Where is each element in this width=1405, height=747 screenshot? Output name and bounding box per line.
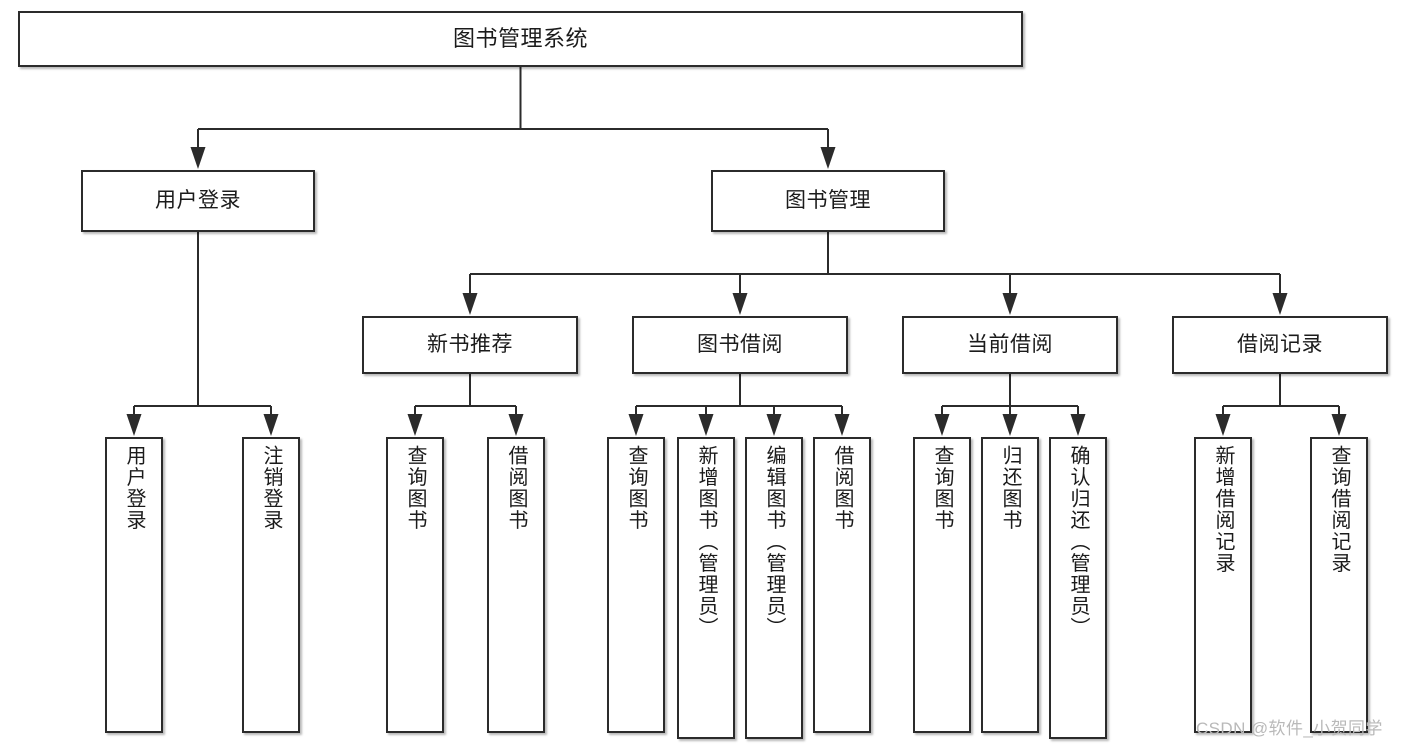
node-label: 当前借阅 (967, 332, 1053, 356)
node-newbook[interactable]: 新书推荐 (362, 316, 578, 374)
arrowhead-icon (126, 414, 142, 436)
node-records-a[interactable]: 新增借阅记录 (1194, 437, 1252, 733)
node-label: 查询图书 (625, 445, 647, 531)
node-borrow-a[interactable]: 查询图书 (607, 437, 665, 733)
node-current-a[interactable]: 查询图书 (913, 437, 971, 733)
node-borrow-b[interactable]: 新增图书（管理员） (677, 437, 735, 739)
node-records[interactable]: 借阅记录 (1172, 316, 1388, 374)
node-current-c[interactable]: 确认归还（管理员） (1049, 437, 1107, 739)
arrowhead-icon (1002, 414, 1018, 436)
node-label: 图书管理系统 (452, 26, 588, 52)
node-label: 图书借阅 (697, 332, 783, 356)
arrowhead-icon (1070, 414, 1086, 436)
node-label: 查询借阅记录 (1328, 445, 1350, 574)
node-label: 图书管理 (785, 188, 871, 212)
node-borrow[interactable]: 图书借阅 (632, 316, 848, 374)
arrowhead-icon (628, 414, 644, 436)
node-label: 查询图书 (404, 445, 426, 531)
arrowhead-icon (1272, 293, 1288, 315)
node-borrow-d[interactable]: 借阅图书 (813, 437, 871, 733)
arrowhead-icon (407, 414, 423, 436)
arrowhead-icon (1002, 293, 1018, 315)
node-label: 编辑图书（管理员） (763, 445, 785, 639)
arrowhead-icon (732, 293, 748, 315)
node-newbook-a[interactable]: 查询图书 (386, 437, 444, 733)
node-bookmgmt[interactable]: 图书管理 (711, 170, 945, 232)
node-login[interactable]: 用户登录 (81, 170, 315, 232)
node-label: 借阅图书 (831, 445, 853, 531)
node-label: 借阅记录 (1237, 332, 1323, 356)
node-newbook-b[interactable]: 借阅图书 (487, 437, 545, 733)
arrowhead-icon (820, 147, 836, 169)
node-label: 查询图书 (931, 445, 953, 531)
arrowhead-icon (934, 414, 950, 436)
csdn-watermark: CSDN @软件_小贺同学 (1196, 719, 1383, 738)
arrowhead-icon (508, 414, 524, 436)
arrowhead-icon (263, 414, 279, 436)
node-current[interactable]: 当前借阅 (902, 316, 1118, 374)
node-label: 注销登录 (260, 445, 282, 531)
node-borrow-c[interactable]: 编辑图书（管理员） (745, 437, 803, 739)
node-label: 新增借阅记录 (1212, 445, 1234, 574)
arrowhead-icon (698, 414, 714, 436)
node-label: 新增图书（管理员） (695, 445, 717, 639)
node-label: 借阅图书 (505, 445, 527, 531)
node-label: 用户登录 (123, 445, 145, 531)
node-login-b[interactable]: 注销登录 (242, 437, 300, 733)
arrowhead-icon (1331, 414, 1347, 436)
arrowhead-icon (834, 414, 850, 436)
node-login-a[interactable]: 用户登录 (105, 437, 163, 733)
node-records-b[interactable]: 查询借阅记录 (1310, 437, 1368, 733)
node-label: 归还图书 (999, 445, 1021, 531)
arrowhead-icon (190, 147, 206, 169)
node-label: 确认归还（管理员） (1067, 445, 1089, 639)
node-label: 新书推荐 (427, 332, 513, 356)
arrowhead-icon (1215, 414, 1231, 436)
node-root[interactable]: 图书管理系统 (18, 11, 1023, 67)
node-label: 用户登录 (155, 188, 241, 212)
arrowhead-icon (462, 293, 478, 315)
arrowhead-icon (766, 414, 782, 436)
node-current-b[interactable]: 归还图书 (981, 437, 1039, 733)
